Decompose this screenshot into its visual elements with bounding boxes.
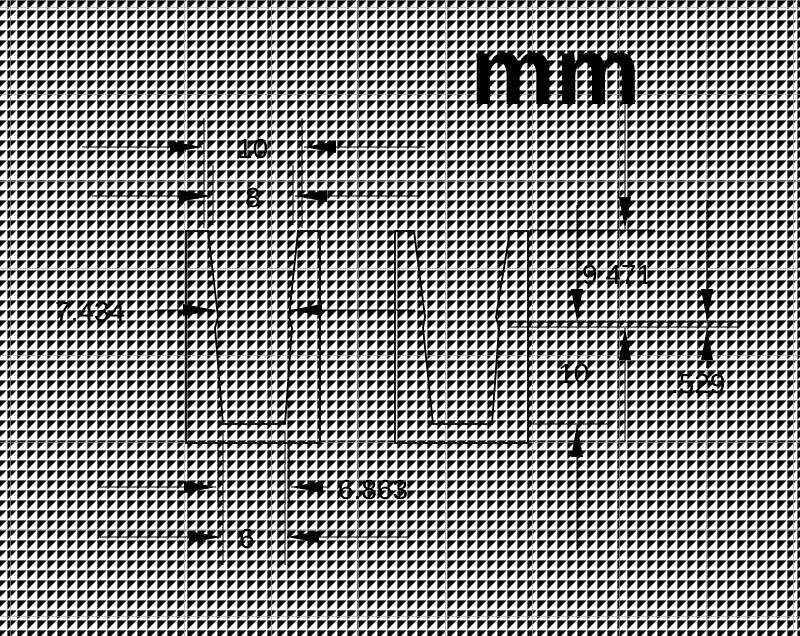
dimension-bottom-inner-width: 6: [239, 523, 255, 554]
dimension-line-top-inner: [92, 190, 420, 202]
dimension-notch-width: 7.434: [55, 296, 125, 327]
dimension-top-inner-width: 8: [245, 182, 261, 213]
dimension-bottom-outer-width: 6.863: [338, 474, 408, 505]
right-u-profile: [394, 230, 529, 444]
dimension-line-bottom-outer: [98, 481, 328, 493]
dimension-notch-height: .529: [671, 368, 726, 399]
extension-lines: [203, 118, 740, 565]
dimension-line-upper-height: [571, 100, 631, 321]
dimension-lower-height: 10: [558, 358, 589, 389]
dimension-line-notch: [155, 304, 415, 316]
dimension-line-top-outer: [82, 141, 425, 153]
dimension-line-notch-height: [701, 200, 713, 368]
dimension-line-bottom-inner: [100, 531, 408, 543]
dimension-line-lower-height: [571, 328, 631, 550]
dimension-upper-height: 9.471: [582, 259, 652, 290]
left-u-profile: [185, 230, 321, 444]
units-label: mm: [470, 18, 641, 125]
dimension-top-outer-width: 10: [237, 133, 268, 164]
